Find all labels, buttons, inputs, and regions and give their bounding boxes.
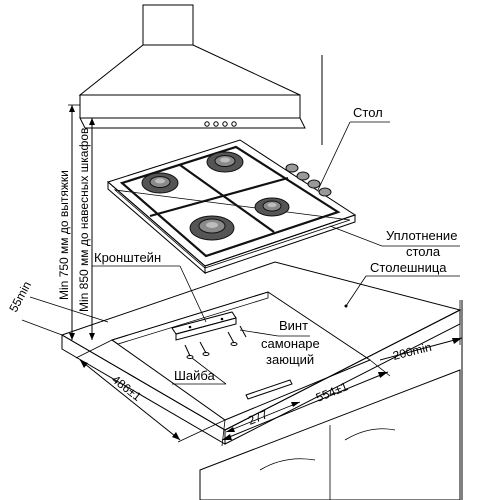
table-label: Стол — [353, 105, 383, 120]
hood-clearance-label: Min 750 мм до вытяжки — [57, 170, 71, 300]
callout-leaders — [92, 121, 460, 385]
countertop-label: Столешница — [370, 260, 447, 275]
range-hood — [78, 4, 306, 129]
edge-min-dimension — [21, 296, 109, 336]
base-cabinet — [199, 369, 461, 500]
screw-label-line2: самонаре — [261, 336, 320, 351]
burner-back-left — [141, 172, 179, 194]
burner-back-right — [206, 151, 244, 173]
pan-grates — [119, 145, 341, 258]
seal-label-line1: Уплотнение — [386, 228, 457, 243]
screw-label-line3: зающий — [266, 352, 314, 367]
gas-hob — [106, 139, 357, 275]
control-knobs — [285, 163, 332, 197]
rear-min-label: 200min — [391, 340, 433, 363]
burner-front-right — [254, 197, 290, 217]
washer-label: Шайба — [174, 368, 216, 383]
width-label: 554±1 — [314, 379, 350, 405]
burner-front-left — [189, 215, 235, 241]
seal-label-line2: стола — [406, 244, 441, 259]
hood-control-buttons — [204, 121, 237, 127]
screw-label-line1: Винт — [279, 318, 308, 333]
mounting-bracket — [171, 311, 237, 341]
rear-min-dimension — [379, 300, 463, 361]
cabinet-clearance-label: Min 850 мм до навесных шкафов — [77, 128, 91, 312]
hood-clearance-dimension — [68, 104, 100, 340]
width-dimension — [221, 359, 391, 447]
bracket-label: Кронштейн — [94, 250, 161, 265]
edge-min-label: 55min — [6, 279, 34, 314]
second-bracket — [245, 379, 293, 400]
depth-label: 486±1 — [109, 372, 144, 404]
washers — [186, 342, 238, 359]
depth-dimension — [75, 339, 226, 443]
screws — [184, 325, 247, 357]
